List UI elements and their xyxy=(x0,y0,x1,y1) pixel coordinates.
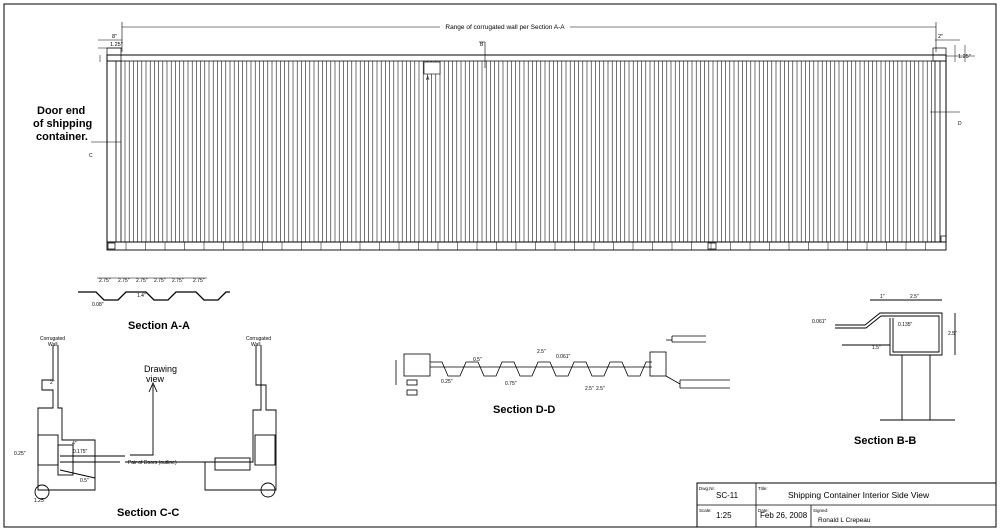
dd-dim-7: 2.5" xyxy=(596,386,605,392)
door-note-line1: Door end xyxy=(37,105,85,117)
aa-dim-6: 2.75" xyxy=(193,278,205,284)
section-b-b xyxy=(835,299,956,421)
dd-dim-4: 0.25" xyxy=(441,379,453,385)
aa-dim-4: 2.75" xyxy=(154,278,166,284)
door-note-line3: container. xyxy=(36,131,88,143)
section-cc-title: Section C-C xyxy=(117,507,179,519)
tb-dwg-label: Dwg.Nr. xyxy=(699,486,715,491)
bb-dim-side: 2.5" xyxy=(948,331,957,337)
tb-signed-label: Signed: xyxy=(813,508,828,513)
section-b-b-labels: 1" 2.5" 2.5" 1.5" 0.061" 0.135" Section … xyxy=(812,294,957,447)
section-c-c-labels: Corrugated Wall Corrugated Wall Drawing … xyxy=(14,336,271,519)
sheet-border xyxy=(3,3,997,528)
title-block: Dwg.Nr. SC-11 Title: Shipping Container … xyxy=(696,482,997,528)
marker-d: D xyxy=(958,121,962,127)
bb-dim-inner: 0.135" xyxy=(898,322,913,328)
container-wall-outline xyxy=(106,54,947,243)
section-c-c xyxy=(34,345,277,500)
tb-scale-label: Scale: xyxy=(699,508,712,513)
bb-dim-top-b: 2.5" xyxy=(910,294,919,300)
aa-dim-1: 2.75" xyxy=(99,278,111,284)
tb-dwg-value: SC-11 xyxy=(716,491,739,500)
section-a-a: 2.75" 2.75" 2.75" 2.75" 2.75" 2.75" 1.4"… xyxy=(78,277,230,332)
section-aa-title: Section A-A xyxy=(128,320,190,332)
dd-dim-3: 0.061" xyxy=(556,354,571,360)
cc-dim-c: 0.175" xyxy=(73,449,88,455)
tb-title-value: Shipping Container Interior Side View xyxy=(788,490,930,500)
cc-right-wall-1: Corrugated xyxy=(246,336,271,342)
tb-date-label: Date: xyxy=(758,508,769,513)
cc-right-wall-2: Wall xyxy=(251,342,261,348)
dim-left-top: 8" xyxy=(112,34,117,40)
cc-drawing-view-2: view xyxy=(146,374,165,384)
dd-dim-2: 2.5" xyxy=(537,349,546,355)
tb-scale-value: 1:25 xyxy=(716,511,732,520)
dd-dim-6: 2.5" xyxy=(585,386,594,392)
bottom-rail xyxy=(106,241,947,251)
tb-date-value: Feb 26, 2008 xyxy=(760,511,808,520)
bb-dim-top-a: 1" xyxy=(880,294,885,300)
cc-left-wall-1: Corrugated xyxy=(40,336,65,342)
aa-dim-5: 2.75" xyxy=(172,278,184,284)
dd-dim-1: 0.5" xyxy=(473,357,482,363)
marker-c: C xyxy=(89,153,93,159)
cc-dim-f: 1.25" xyxy=(34,498,46,504)
dim-left-second: 1.25" xyxy=(110,42,123,48)
tb-title-label: Title: xyxy=(758,486,768,491)
marker-b: B xyxy=(480,42,484,48)
section-dd-title: Section D-D xyxy=(493,404,555,416)
main-side-view: Range of corrugated wall per Section A-A… xyxy=(33,21,975,251)
cc-dim-e: 0.5" xyxy=(80,478,89,484)
dim-right-top: 2" xyxy=(938,34,943,40)
dim-right-second: 1.25" xyxy=(958,54,971,60)
door-note-line2: of shipping xyxy=(33,118,92,130)
range-label: Range of corrugated wall per Section A-A xyxy=(445,24,565,31)
marker-a: A xyxy=(426,76,430,82)
section-bb-title: Section B-B xyxy=(854,435,916,447)
aa-dim-3: 2.75" xyxy=(136,278,148,284)
aa-dim-2: 2.75" xyxy=(118,278,130,284)
cc-door-label: Pair of Doors (outline) xyxy=(128,460,177,466)
bb-dim-bottom: 1.5" xyxy=(872,345,881,351)
section-d-d xyxy=(395,335,730,396)
cc-left-wall-2: Wall xyxy=(48,342,58,348)
aa-depth: 1.4" xyxy=(137,293,146,299)
section-d-d-labels: 0.5" 2.5" 0.061" 0.25" 0.75" 2.5" 2.5" S… xyxy=(441,349,605,416)
dd-dim-5: 0.75" xyxy=(505,381,517,387)
cc-dim-a: 2" xyxy=(50,380,55,386)
aa-thickness: 0.08" xyxy=(92,302,104,308)
cc-dim-d: 0.25" xyxy=(14,451,26,457)
corrugation-lines xyxy=(124,61,932,242)
bb-dim-thickness: 0.061" xyxy=(812,319,827,325)
cc-drawing-view-1: Drawing xyxy=(144,364,177,374)
cc-dim-b: 4" xyxy=(72,441,77,447)
tb-signed-value: Ronald L Crepeau xyxy=(818,517,871,524)
